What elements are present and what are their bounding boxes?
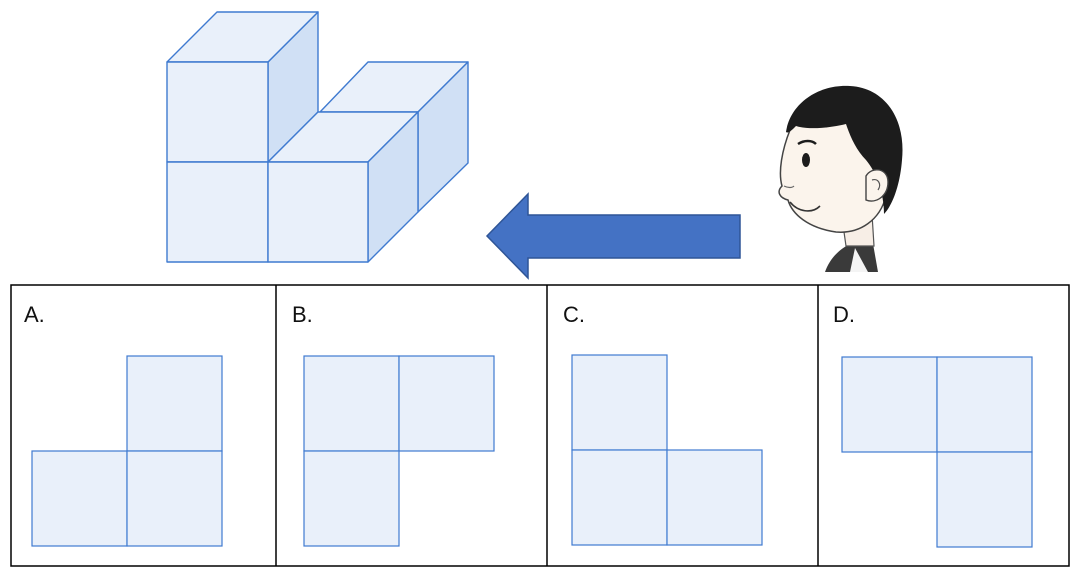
cube-bottom-left-front bbox=[166, 161, 269, 263]
option-a-square-bottom-left bbox=[31, 450, 128, 547]
option-c-square-bottom-left bbox=[571, 449, 668, 546]
eye-icon bbox=[802, 153, 810, 167]
table-frame bbox=[10, 284, 1070, 567]
left-arrow-icon bbox=[485, 192, 741, 280]
option-b[interactable]: B. bbox=[292, 302, 495, 547]
option-b-label: B. bbox=[292, 302, 313, 327]
option-a[interactable]: A. bbox=[24, 302, 223, 547]
option-d-square-top-right bbox=[936, 356, 1033, 453]
option-c-label: C. bbox=[563, 302, 585, 327]
option-c-square-top bbox=[571, 354, 668, 451]
option-b-square-bottom bbox=[303, 450, 400, 547]
cube-tower-upper-front bbox=[166, 61, 269, 163]
cube-stack bbox=[166, 11, 469, 263]
option-a-square-bottom-right bbox=[126, 450, 223, 547]
cube-front-right-front bbox=[267, 161, 369, 263]
option-c-square-bottom-right bbox=[666, 449, 763, 546]
options-table: A. B. C. D. bbox=[10, 284, 1070, 567]
option-b-square-top-right bbox=[398, 355, 495, 452]
option-d-square-top-left bbox=[841, 356, 938, 453]
option-a-label: A. bbox=[24, 302, 45, 327]
option-d-label: D. bbox=[833, 302, 855, 327]
option-b-square-top-left bbox=[303, 355, 400, 452]
boy-head-profile-icon bbox=[778, 85, 903, 272]
option-d-square-bottom bbox=[936, 451, 1033, 548]
option-d[interactable]: D. bbox=[833, 302, 1033, 548]
option-a-square-top bbox=[126, 355, 223, 452]
option-c[interactable]: C. bbox=[563, 302, 763, 546]
